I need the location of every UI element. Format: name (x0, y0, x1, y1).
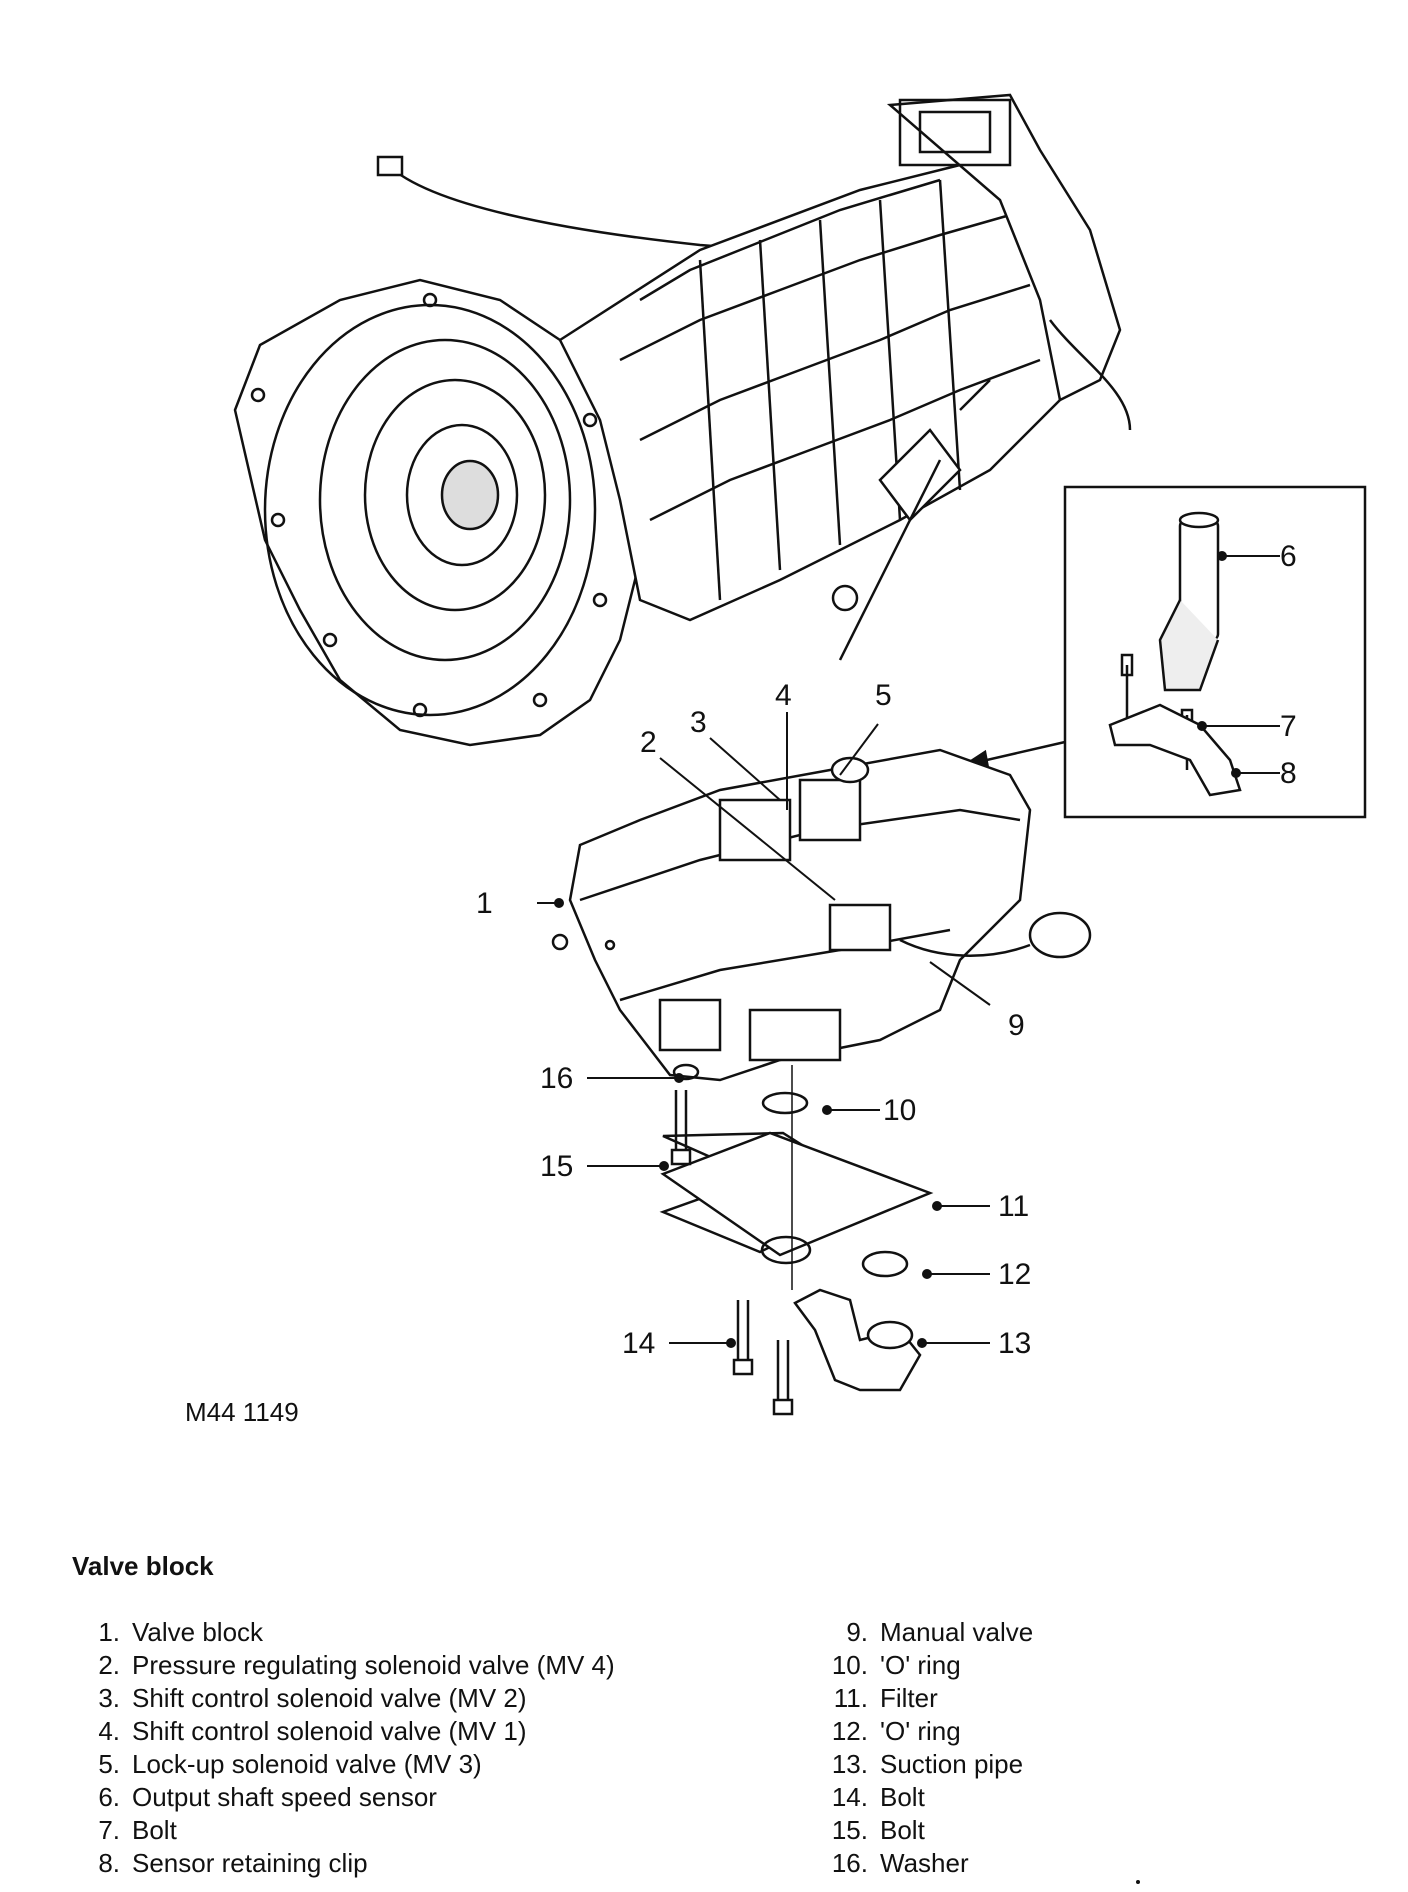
legend-label: Shift control solenoid valve (MV 1) (132, 1716, 527, 1746)
legend-number: 2. (98, 1650, 120, 1680)
legend-item: 1. Valve block (60, 1616, 615, 1649)
legend-number: 4. (98, 1716, 120, 1746)
legend-label: Lock-up solenoid valve (MV 3) (132, 1749, 482, 1779)
legend-item: 11. Filter (808, 1682, 1033, 1715)
legend-item: 13. Suction pipe (808, 1748, 1033, 1781)
callout-4: 4 (775, 679, 792, 712)
callout-15: 15 (540, 1150, 573, 1183)
legend-item: 12. 'O' ring (808, 1715, 1033, 1748)
callout-12: 12 (998, 1258, 1031, 1291)
legend-number: 6. (98, 1782, 120, 1812)
legend-item: 2. Pressure regulating solenoid valve (MV… (60, 1649, 615, 1682)
sensor-inset (961, 485, 1367, 819)
stray-mark (1136, 1880, 1140, 1884)
legend-label: Bolt (880, 1782, 925, 1812)
legend-number: 14. (831, 1782, 868, 1812)
legend-label: Sensor retaining clip (132, 1848, 368, 1878)
callout-13: 13 (998, 1327, 1031, 1360)
valve-block-illustration (551, 748, 1092, 1416)
legend-item: 8. Sensor retaining clip (60, 1847, 615, 1880)
legend-number: 10. (831, 1650, 868, 1680)
legend-label: Filter (880, 1683, 938, 1713)
legend-item: 4. Shift control solenoid valve (MV 1) (60, 1715, 615, 1748)
legend-number: 8. (98, 1848, 120, 1878)
legend-item: 9. Manual valve (808, 1616, 1033, 1649)
legend-label: Valve block (132, 1617, 264, 1647)
callout-5: 5 (875, 679, 892, 712)
legend-number: 15. (831, 1815, 868, 1845)
legend-label: 'O' ring (880, 1716, 961, 1746)
callout-11: 11 (998, 1190, 1029, 1223)
legend-label: Output shaft speed sensor (132, 1782, 437, 1812)
legend-label: Bolt (132, 1815, 177, 1845)
callout-2: 2 (640, 726, 657, 759)
legend-label: 'O' ring (880, 1650, 961, 1680)
transmission-illustration (233, 93, 1132, 747)
figure-reference: M44 1149 (185, 1397, 299, 1427)
callout-8: 8 (1280, 757, 1297, 790)
legend-number: 16. (831, 1848, 868, 1878)
callout-16: 16 (540, 1062, 573, 1095)
legend-number: 12. (831, 1716, 868, 1746)
legend-label: Manual valve (880, 1617, 1034, 1647)
callout-7: 7 (1280, 710, 1297, 743)
legend-item: 7. Bolt (60, 1814, 615, 1847)
callout-labels: 1 2 3 4 5 6 7 8 9 10 11 12 13 14 15 16 (476, 540, 1297, 1360)
callout-3: 3 (690, 706, 707, 739)
legend-number: 7. (98, 1815, 120, 1845)
legend-number: 13. (831, 1749, 868, 1779)
exploded-view-diagram: 1 2 3 4 5 6 7 8 9 10 11 12 13 14 15 16 (233, 93, 1367, 1416)
legend-item: 10. 'O' ring (808, 1649, 1033, 1682)
legend-label: Suction pipe (880, 1749, 1024, 1779)
legend-label: Bolt (880, 1815, 925, 1845)
legend-item: 14. Bolt (808, 1781, 1033, 1814)
legend-item: 15. Bolt (808, 1814, 1033, 1847)
legend-title: Valve block (72, 1551, 214, 1581)
legend-number: 11. (833, 1683, 868, 1713)
legend-number: 1. (98, 1617, 120, 1647)
callout-1: 1 (476, 887, 493, 920)
legend-item: 3. Shift control solenoid valve (MV 2) (60, 1682, 615, 1715)
callout-6: 6 (1280, 540, 1297, 573)
callout-9: 9 (1008, 1009, 1025, 1042)
callout-14: 14 (622, 1327, 655, 1360)
legend-list-left: 1. Valve block 2. Pressure regulating sole… (60, 1616, 615, 1880)
legend-label: Pressure regulating solenoid valve (MV 4… (132, 1650, 615, 1680)
legend-label: Shift control solenoid valve (MV 2) (132, 1683, 527, 1713)
leader-lines (537, 551, 1280, 1348)
legend-list-right: 9. Manual valve 10. 'O' ring 11. Filter 12.… (808, 1616, 1033, 1880)
legend-number: 5. (98, 1749, 120, 1779)
legend-item: 16. Washer (808, 1847, 1033, 1880)
legend-label: Washer (880, 1848, 969, 1878)
callout-10: 10 (883, 1094, 916, 1127)
legend-number: 9. (846, 1617, 868, 1647)
legend-item: 5. Lock-up solenoid valve (MV 3) (60, 1748, 615, 1781)
legend-number: 3. (98, 1683, 120, 1713)
legend-item: 6. Output shaft speed sensor (60, 1781, 615, 1814)
